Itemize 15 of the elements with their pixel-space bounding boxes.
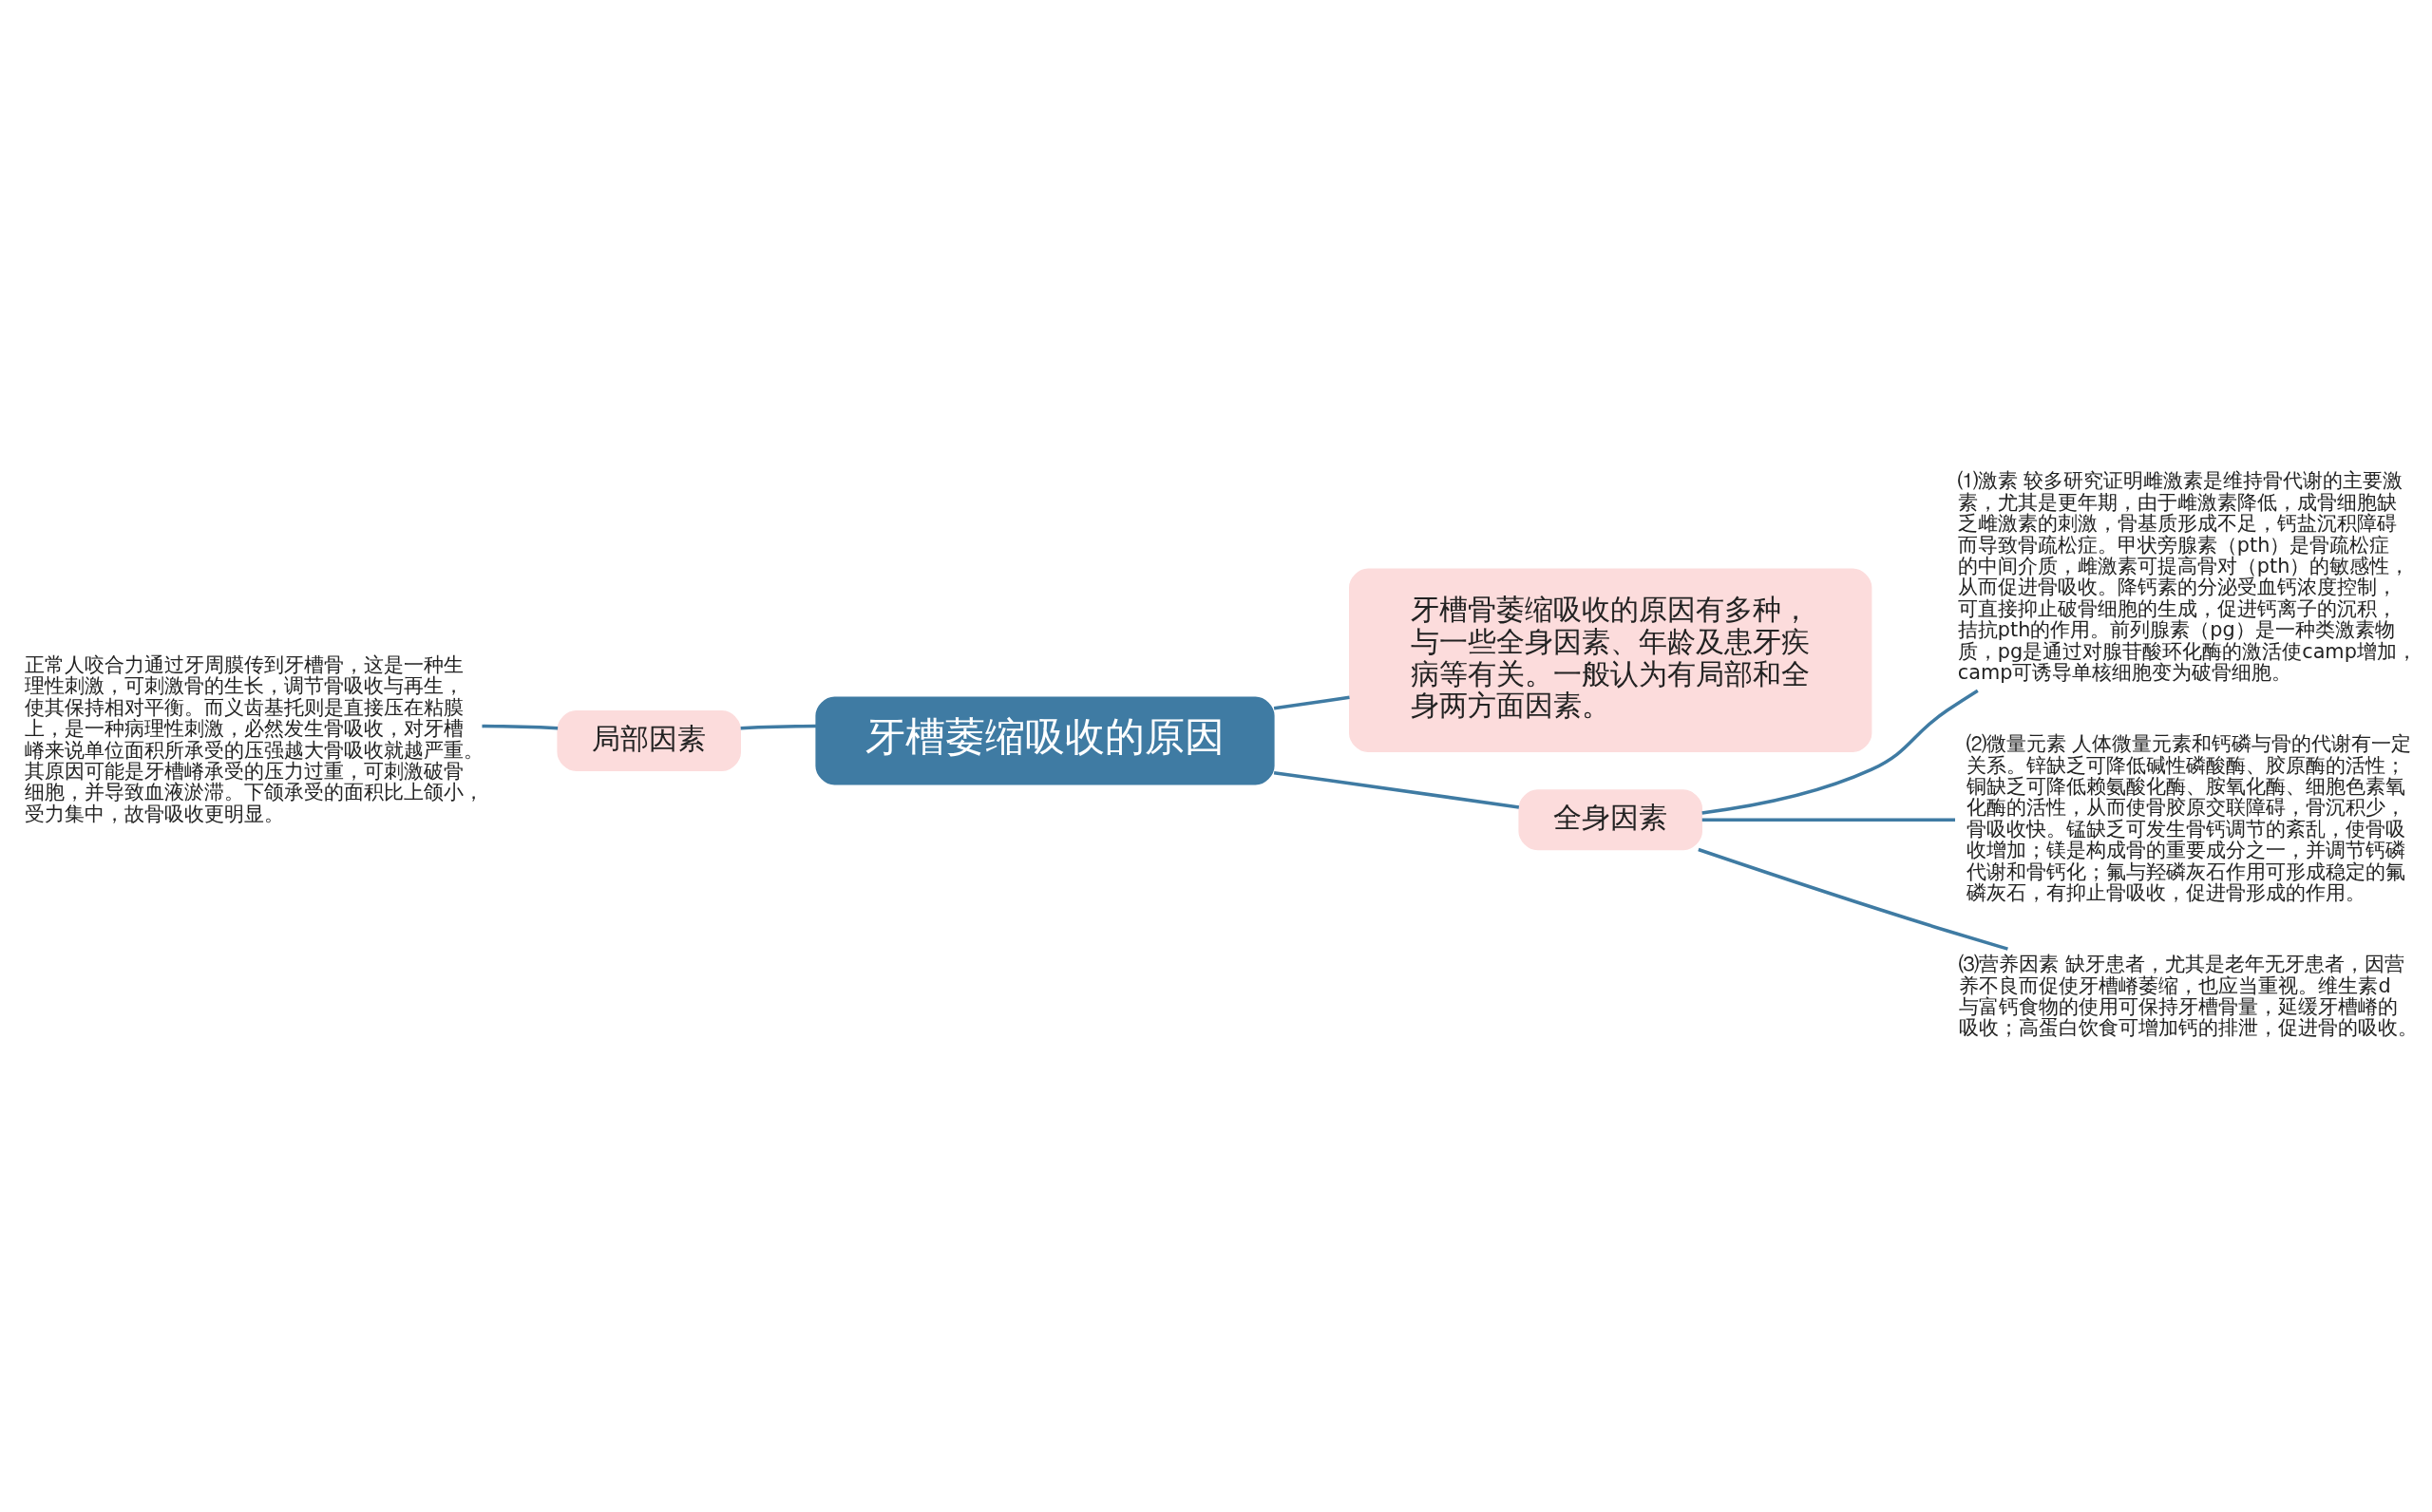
node-box: 牙槽骨萎缩吸收的原因有多种，与一些全身因素、年龄及患牙疾病等有关。一般认为有局部和全身两方面因素。 (1349, 568, 1872, 752)
node-text: ⑵微量元素 人体微量元素和钙磷与骨的代谢有一定关系。锌缺乏可降低碱性磷酸酶、胶原酶的活性；铜缺乏可降低赖氨酸化酶、胺氧化酶、细胞色素氧化酶的活性，从而使骨胶原交联障碍，骨沉积少，骨吸收快。锰缺乏可发生骨钙调节的紊乱，使骨吸收增加；镁是构成骨的重要成分之一，并调节钙磷代谢和骨钙化；氟与羟磷灰石作用可形成稳定的氟磷灰石，有抑止骨吸收，促进骨形成的作用。 (1966, 732, 2412, 905)
node-text: 正常人咬合力通过牙周膜传到牙槽骨，这是一种生理性刺激，可刺激骨的生长，调节骨吸收与再生，使其保持相对平衡。而义齿基托则是直接压在粘膜上，是一种病理性刺激，必然发生骨吸收，对牙槽嵴来说单位面积所承受的压强越大骨吸收就越严重。其原因可能是牙槽嵴承受的压力过重，可刺激破骨细胞，并导致血液淤滞。下颌承受的面积比上颌小，受力集中，故骨吸收更明显。 (24, 653, 484, 825)
connector (1273, 770, 1520, 809)
node-box: 局部因素 (557, 710, 741, 771)
connector (1701, 818, 1955, 822)
node-text: ⑴激素 较多研究证明雌激素是维持骨代谢的主要激素，尤其是更年期，由于雌激素降低，成骨细胞缺乏雌激素的刺激，骨基质形成不足，钙盐沉积障碍而导致骨疏松症。甲状旁腺素（pth）是骨疏松症的中间介质，雌激素可提高骨对（pth）的敏感性，从而促进骨吸收。降钙素的分泌受血钙浓度控制，可直接抑止破骨细胞的生成，促进钙离子的沉积，拮抗pth的作用。前列腺素（pg）是一种类激素物质，pg是通过对腺苷酸环化酶的激活使camp增加，camp可诱导单核细胞变为破骨细胞。 (1957, 469, 2417, 685)
connector (482, 724, 559, 730)
connector (1273, 695, 1350, 710)
connector (740, 724, 816, 730)
node-box: 全身因素 (1518, 789, 1702, 851)
node-box: 牙槽萎缩吸收的原因 (815, 696, 1275, 785)
node-text: ⑶营养因素 缺牙患者，尤其是老年无牙患者，因营养不良而促使牙槽嵴萎缩，也应当重视。维生素d与富钙食物的使用可保持牙槽骨量，延缓牙槽嵴的吸收；高蛋白饮食可增加钙的排泄，促进骨的吸收。 (1959, 953, 2419, 1040)
connector (1701, 689, 1979, 815)
connector (1698, 847, 2008, 951)
